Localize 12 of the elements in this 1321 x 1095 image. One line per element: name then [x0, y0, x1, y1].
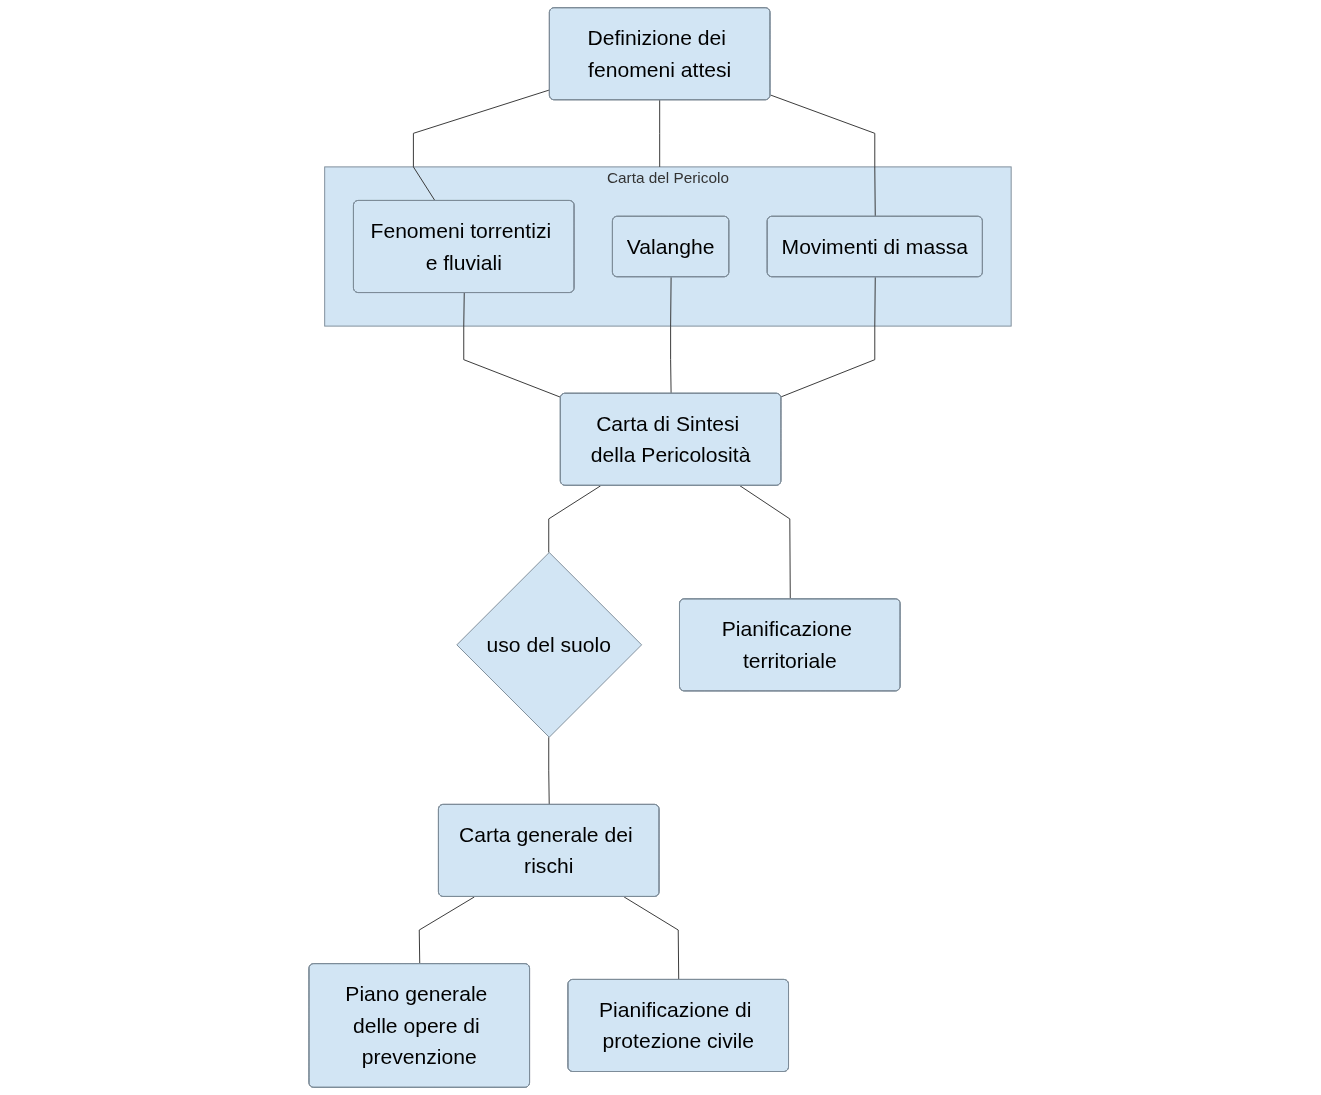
connector: [624, 896, 680, 981]
connector: [781, 276, 877, 398]
connector: [670, 276, 672, 395]
connector: [463, 292, 562, 398]
connector: [770, 94, 877, 218]
connector: [548, 736, 551, 806]
node-diamond: uso del suolo: [456, 552, 643, 738]
connector: [548, 485, 602, 553]
connector: [419, 896, 476, 965]
connector: [659, 99, 661, 168]
connector: [740, 485, 792, 600]
connector: [413, 89, 551, 202]
